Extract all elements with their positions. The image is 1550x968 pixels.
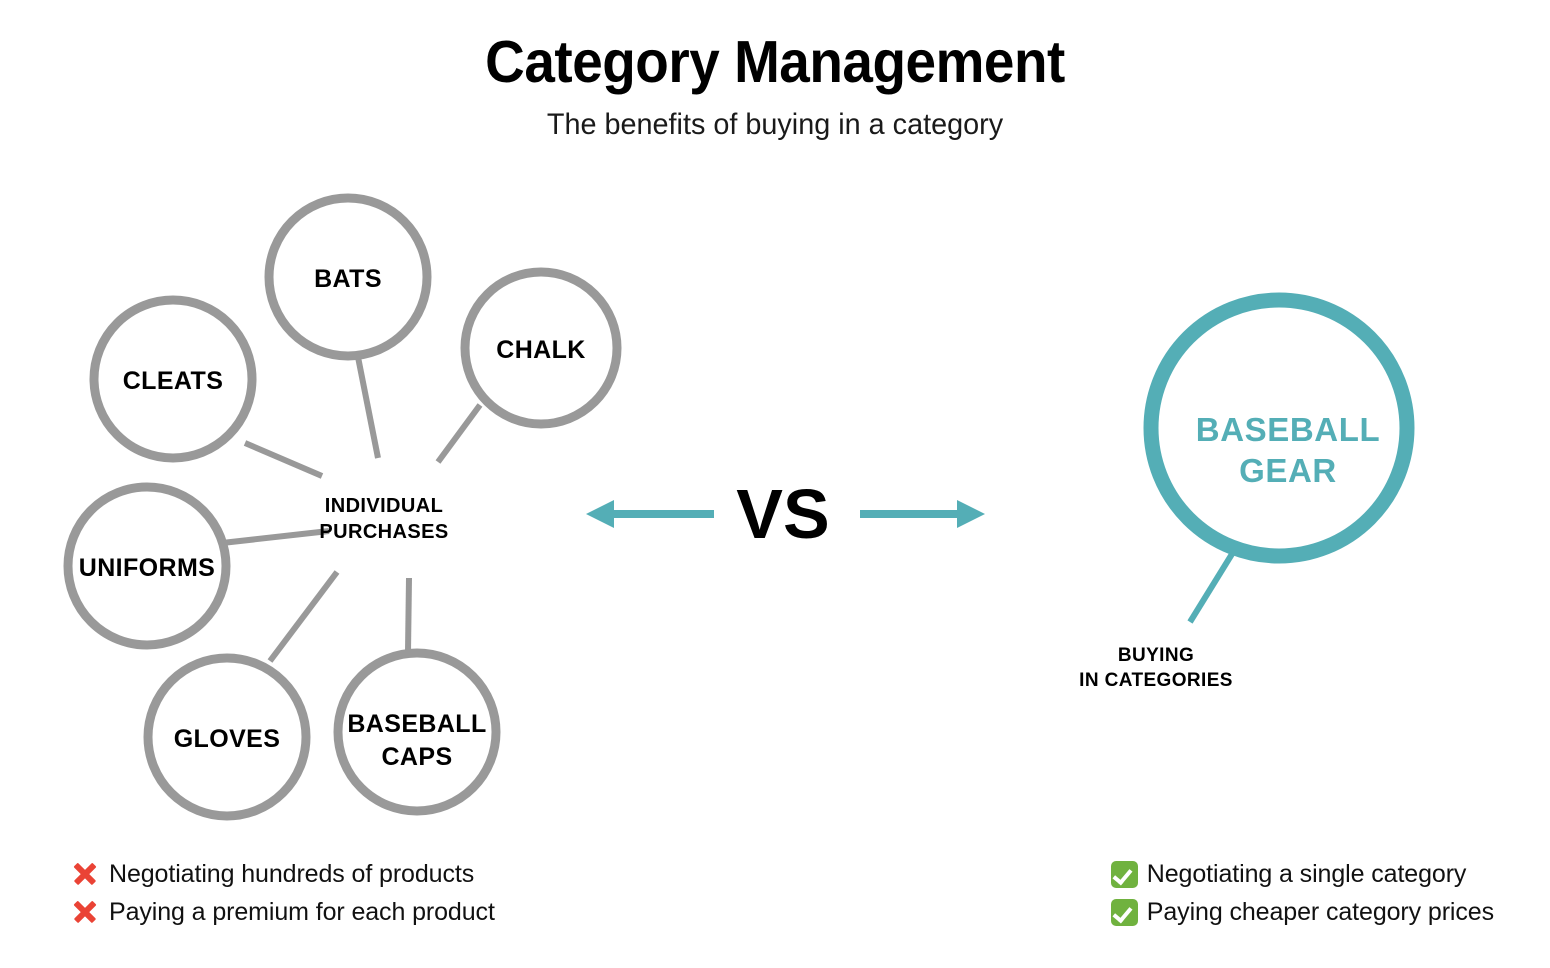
node-baseball-caps-label-1: BASEBALL	[347, 710, 486, 738]
node-gloves-circle[interactable]	[143, 653, 311, 821]
vs-label: VS	[736, 475, 829, 553]
drawbacks-list: Negotiating hundreds of products Paying …	[70, 855, 495, 931]
node-gloves[interactable]: GLOVES	[143, 653, 311, 821]
node-baseball-caps-label-2: CAPS	[381, 743, 452, 771]
connector-gloves	[267, 570, 340, 663]
page-title: Category Management	[485, 29, 1065, 95]
connector-chalk	[435, 403, 483, 464]
hub-label-line2: PURCHASES	[319, 521, 448, 543]
cross-icon	[70, 897, 100, 927]
node-baseball-gear-label-2: GEAR	[1239, 452, 1337, 489]
check-icon	[1110, 898, 1138, 926]
arrow-right-icon	[860, 500, 985, 528]
benefits-list: Negotiating a single category Paying che…	[1110, 855, 1494, 931]
list-item: Negotiating a single category	[1110, 855, 1494, 893]
node-baseball-caps-circle[interactable]	[333, 648, 501, 816]
node-cleats-circle[interactable]	[89, 295, 257, 463]
node-chalk-label: CHALK	[496, 336, 586, 364]
header: Category Management The benefits of buyi…	[0, 0, 1550, 141]
node-baseball-gear-label-1: BASEBALL	[1196, 411, 1380, 448]
drawback-text-2: Paying a premium for each product	[109, 897, 495, 926]
connector-uniforms	[221, 528, 330, 546]
node-bats-label: BATS	[314, 265, 382, 293]
arrow-left-icon	[586, 500, 714, 528]
node-cleats-label: CLEATS	[123, 367, 224, 395]
node-bats[interactable]: BATS	[264, 193, 432, 361]
list-item: Paying a premium for each product	[70, 893, 495, 931]
node-uniforms[interactable]: UNIFORMS	[63, 482, 231, 650]
connector-caps	[405, 577, 412, 653]
cross-icon	[70, 859, 100, 889]
node-bats-circle[interactable]	[264, 193, 432, 361]
node-baseball-gear-circle[interactable]	[1143, 292, 1415, 564]
list-item: Paying cheaper category prices	[1110, 893, 1494, 931]
benefit-text-2: Paying cheaper category prices	[1146, 897, 1494, 926]
node-chalk[interactable]: CHALK	[460, 267, 622, 429]
node-baseball-gear[interactable]: BASEBALL GEAR	[1143, 292, 1415, 624]
check-icon	[1110, 860, 1138, 888]
caption-line1: BUYING	[1118, 645, 1194, 666]
connector-cleats	[243, 440, 324, 479]
benefit-text-1: Negotiating a single category	[1146, 859, 1467, 888]
connector-bats	[354, 351, 381, 459]
drawback-text-1: Negotiating hundreds of products	[109, 859, 475, 888]
vs-separator: VS	[586, 475, 985, 553]
caption-line2: IN CATEGORIES	[1079, 670, 1233, 691]
node-gloves-label: GLOVES	[174, 725, 281, 753]
list-item: Negotiating hundreds of products	[70, 855, 495, 893]
caption-buying-in-categories: BUYING IN CATEGORIES	[1079, 645, 1233, 691]
node-chalk-circle[interactable]	[460, 267, 622, 429]
connector-lines	[221, 351, 483, 663]
connector-baseball-gear	[1187, 552, 1235, 624]
node-uniforms-label: UNIFORMS	[79, 554, 216, 582]
page-subtitle: The benefits of buying in a category	[546, 107, 1004, 141]
node-baseball-caps[interactable]: BASEBALL CAPS	[333, 648, 501, 816]
hub-label-line1: INDIVIDUAL	[325, 495, 443, 517]
node-cleats[interactable]: CLEATS	[89, 295, 257, 463]
node-uniforms-circle[interactable]	[63, 482, 231, 650]
hub-individual-purchases: INDIVIDUAL PURCHASES	[319, 495, 448, 543]
